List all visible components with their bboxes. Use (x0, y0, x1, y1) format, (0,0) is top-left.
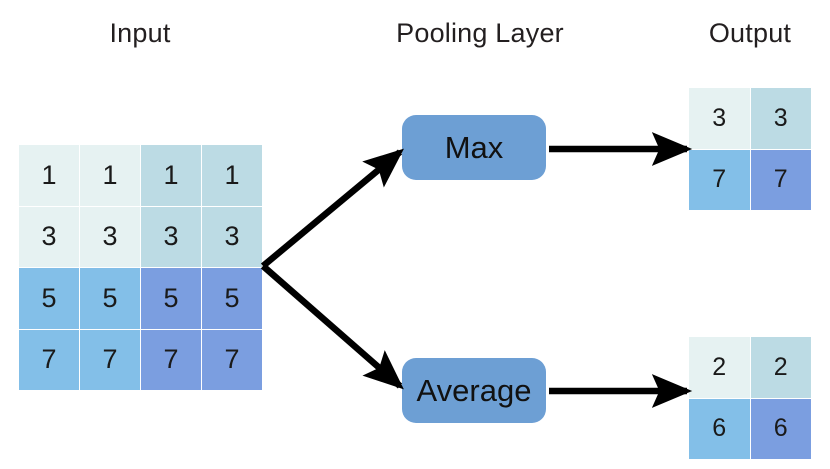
page-title-input: Input (109, 18, 171, 48)
pooling-box-max[interactable]: Max (402, 115, 546, 180)
grid-cell: 6 (689, 398, 750, 459)
grid-cell: 1 (202, 145, 262, 206)
grid-cell: 7 (689, 149, 750, 210)
grid-cell: 3 (19, 206, 79, 267)
grid-cell: 1 (80, 145, 140, 206)
grid-cell: 3 (141, 206, 201, 267)
grid-cell: 7 (19, 329, 79, 390)
grid-cell: 6 (750, 398, 811, 459)
grid-cell: 1 (19, 145, 79, 206)
arrow-input-to-max (260, 148, 404, 269)
grid-cell: 3 (80, 206, 140, 267)
grid-cell: 7 (141, 329, 201, 390)
grid-cell: 3 (202, 206, 262, 267)
grid-cell: 7 (80, 329, 140, 390)
grid-cell: 3 (689, 88, 750, 149)
grid-cell: 5 (141, 268, 201, 329)
page-title-pooling-layer: Pooling Layer (396, 18, 564, 48)
grid-cell: 5 (80, 268, 140, 329)
grid-cell: 7 (202, 329, 262, 390)
page-title-output: Output (708, 18, 792, 48)
grid-cell: 5 (202, 268, 262, 329)
pooling-box-average[interactable]: Average (402, 358, 546, 423)
grid-cell: 2 (750, 337, 811, 398)
grid-cell: 1 (141, 145, 201, 206)
grid-cell: 2 (689, 337, 750, 398)
grid-cell: 7 (750, 149, 811, 210)
grid-cell: 5 (19, 268, 79, 329)
arrow-input-to-average (260, 263, 404, 390)
grid-cell: 3 (750, 88, 811, 149)
